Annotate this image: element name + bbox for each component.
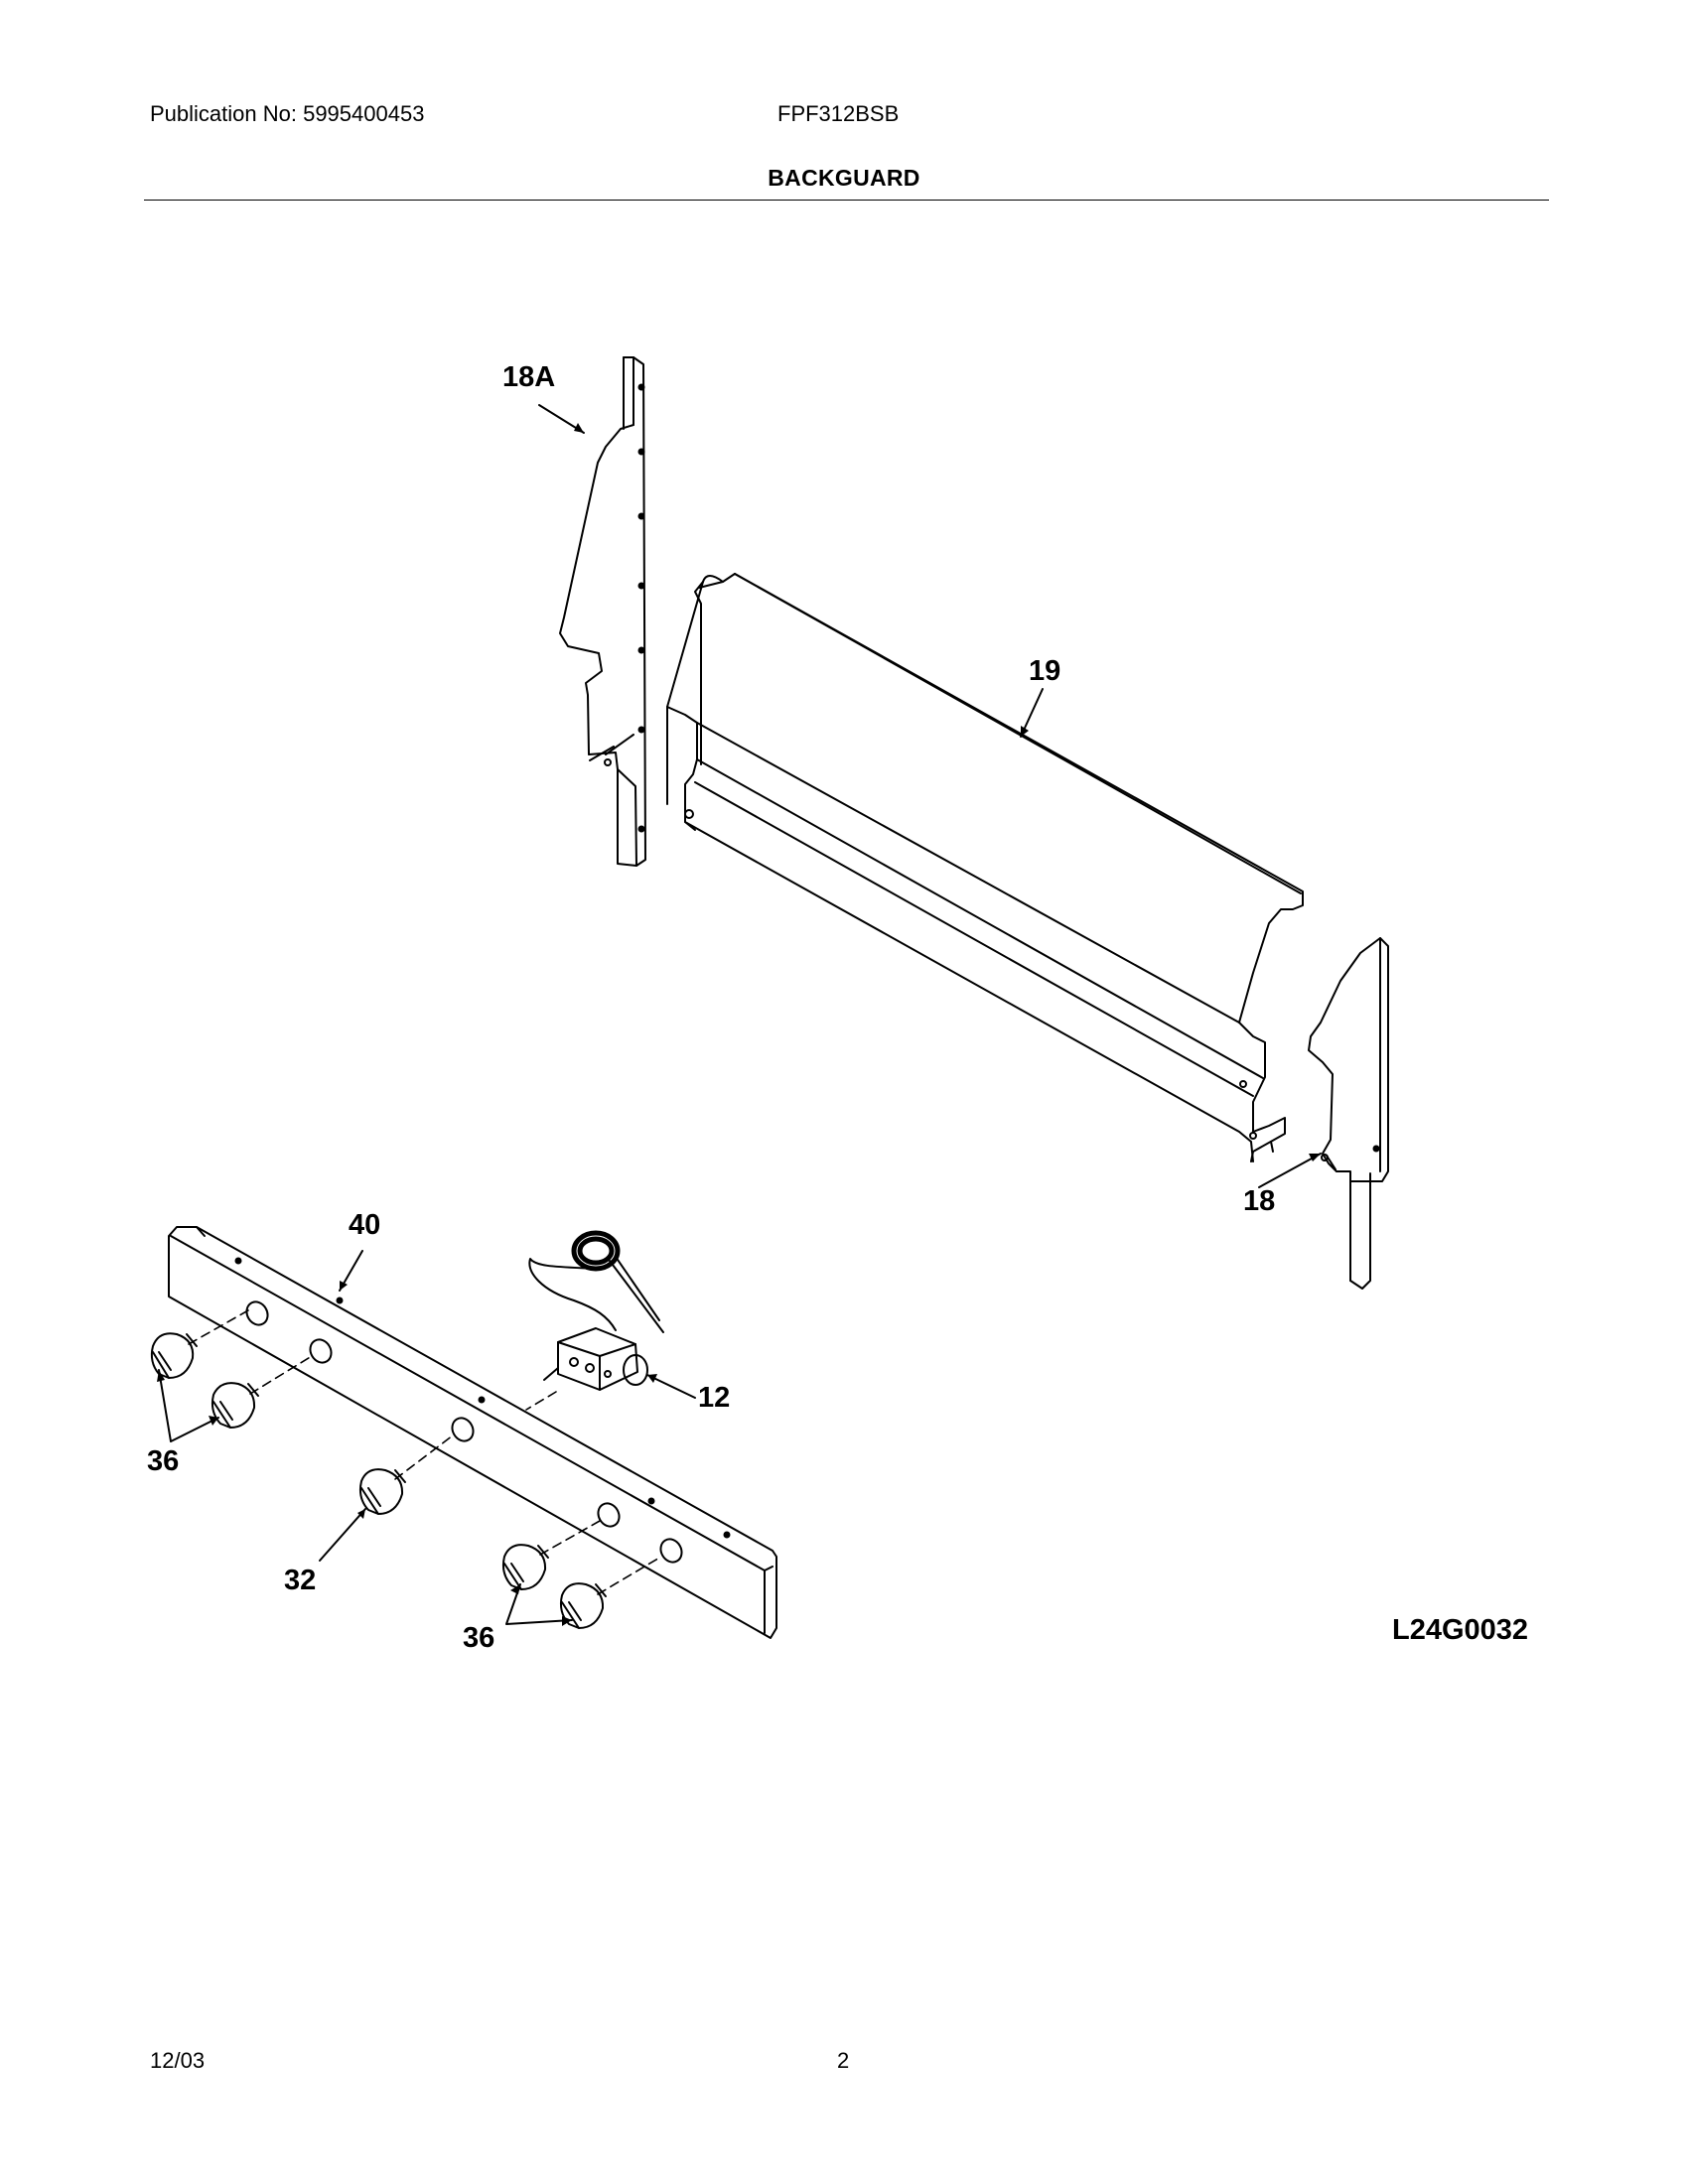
callout-19: 19	[1029, 655, 1061, 687]
alignment-lines	[188, 1309, 662, 1595]
callout-32: 32	[284, 1565, 317, 1596]
callout-36-lower: 36	[463, 1622, 495, 1654]
knob-1	[150, 1332, 198, 1379]
part-18a-side-bracket	[559, 356, 646, 867]
drawing-id: L24G0032	[1392, 1614, 1529, 1646]
knob-4	[501, 1544, 549, 1590]
part-19-backguard-panel	[666, 573, 1304, 1162]
callout-36-upper: 36	[147, 1445, 180, 1477]
publication-number: Publication No: 5995400453	[150, 101, 425, 126]
section-title: BACKGUARD	[768, 165, 920, 191]
part-40-control-panel	[168, 1226, 777, 1639]
callout-18: 18	[1243, 1185, 1276, 1217]
callout-40: 40	[349, 1209, 381, 1241]
leader-lines	[158, 404, 1322, 1625]
part-12-thermostat	[528, 1230, 664, 1391]
callout-12: 12	[698, 1382, 731, 1414]
knob-2	[211, 1382, 259, 1429]
model-number: FPF312BSB	[777, 101, 900, 126]
header-divider	[144, 200, 1549, 201]
footer-date: 12/03	[150, 2048, 206, 2073]
knob-group	[150, 1332, 607, 1629]
page-number: 2	[837, 2048, 850, 2073]
part-18-side-bracket	[1308, 937, 1389, 1290]
callout-18a: 18A	[502, 361, 556, 393]
leader-arrowheads	[157, 423, 1321, 1626]
